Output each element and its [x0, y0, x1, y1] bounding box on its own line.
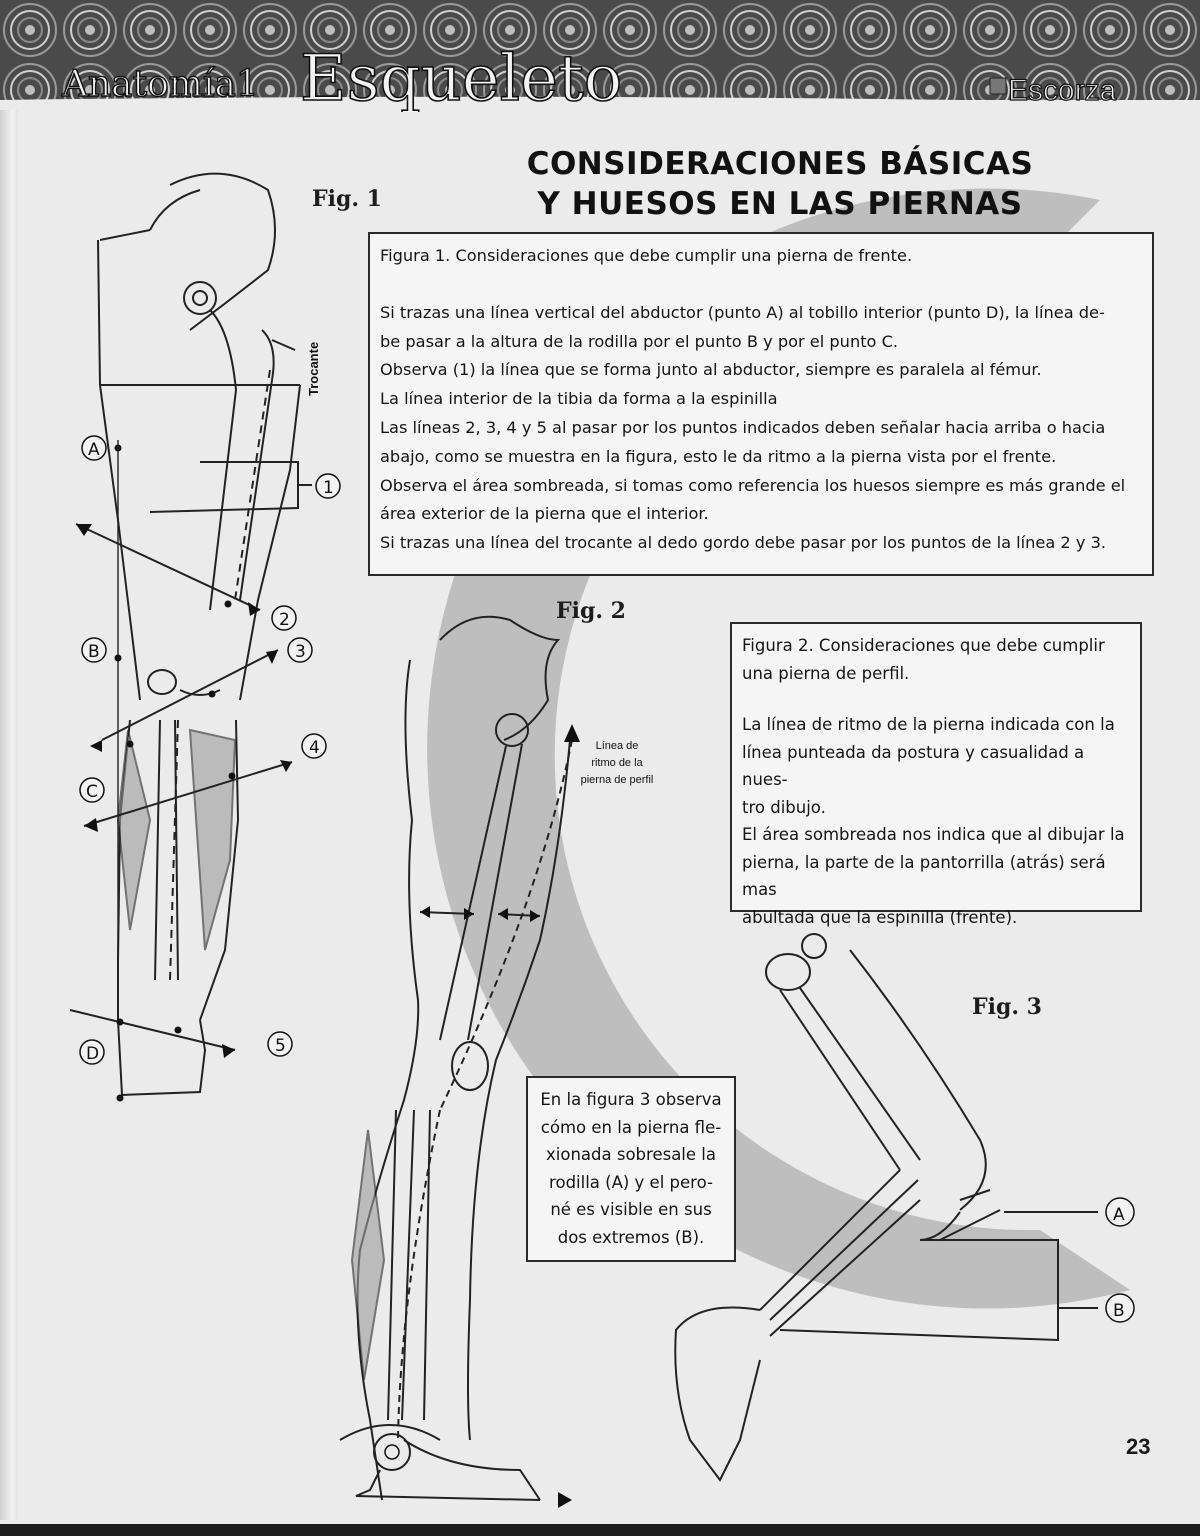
figure2-note-line: La línea de ritmo de la pierna indicada … — [742, 715, 1115, 734]
marker-5: 5 — [267, 1031, 293, 1057]
figure2-note-line: tro dibujo. — [742, 797, 826, 817]
figure1-note-line: be pasar a la altura de la rodilla por e… — [380, 331, 899, 351]
svg-text:D: D — [86, 1044, 99, 1064]
page-bottom-edge — [0, 1524, 1200, 1536]
svg-text:A: A — [1113, 1205, 1125, 1225]
figure1-note-line: Si trazas una línea del trocante al dedo… — [380, 533, 1107, 553]
figure3-note-line: xionada sobresale la — [546, 1145, 716, 1164]
banner-graphic — [0, 0, 1200, 112]
section-label: Anatomía1 — [61, 64, 259, 105]
figure2-note-line: El área sombreada nos indica que al dibu… — [742, 825, 1125, 844]
fig3-marker-b: B — [1105, 1293, 1135, 1323]
figure1-note-line: Si trazas una línea vertical del abducto… — [380, 302, 1105, 322]
page-title: Esqueleto — [300, 42, 622, 112]
figure2-note-title-line: Figura 2. Consideraciones que debe cumpl… — [742, 636, 1105, 655]
figure1-note-box: Figura 1. Consideraciones que debe cumpl… — [368, 232, 1154, 576]
figure1-note-line: Observa (1) la línea que se forma junto … — [380, 360, 1042, 380]
svg-text:5: 5 — [275, 1036, 286, 1056]
figure1-note-line: Observa el área sombreada, si tomas como… — [380, 475, 1126, 495]
ritmo-label-line-1: Línea de — [595, 740, 639, 752]
figure3-note-line: rodilla (A) y el pero- — [549, 1172, 713, 1192]
fig1-label: Fig. 1 — [312, 186, 382, 212]
figure3-note-line: né es visible en sus — [550, 1200, 712, 1219]
figure2-note-title-line: una pierna de perfil. — [742, 663, 910, 683]
marker-b: B — [81, 637, 107, 663]
svg-text:1: 1 — [323, 478, 334, 498]
svg-text:3: 3 — [295, 642, 306, 662]
heading-line-2: Y HUESOS EN LAS PIERNAS — [537, 186, 1023, 222]
marker-c: C — [79, 777, 105, 803]
figure2-note-box: Figura 2. Consideraciones que debe cumpl… — [730, 622, 1142, 927]
figure1-note-line: abajo, como se muestra en la figura, est… — [380, 446, 1057, 466]
header-banner — [0, 0, 1200, 112]
fig2-label: Fig. 2 — [556, 598, 626, 624]
svg-text:A: A — [88, 440, 100, 460]
figure3-note-box: En la figura 3 observa cómo en la pierna… — [526, 1076, 736, 1262]
page-edge-shadow — [0, 110, 18, 1520]
figure2-note-line: abultada que la espinilla (frente). — [742, 907, 1018, 927]
svg-text:4: 4 — [309, 738, 320, 758]
page-number: 23 — [1126, 1434, 1151, 1459]
figure3-note-line: cómo en la pierna fle- — [540, 1117, 722, 1137]
marker-d: D — [79, 1039, 105, 1065]
figure2-note-line: línea punteada da postura y casualidad a… — [742, 742, 1085, 790]
marker-2: 2 — [271, 605, 297, 631]
ritmo-label: Línea de ritmo de la pierna de perfil — [578, 738, 656, 789]
ritmo-label-line-2: ritmo de la — [591, 757, 643, 769]
marker-1: 1 — [315, 473, 341, 499]
chapter-square-icon — [989, 77, 1007, 95]
chapter-label: Escorza — [1008, 74, 1117, 107]
svg-text:C: C — [86, 782, 98, 802]
figure3-note-line: En la figura 3 observa — [540, 1090, 722, 1109]
figure1-note-line: área exterior de la pierna que el interi… — [380, 504, 709, 524]
section-heading: CONSIDERACIONES BÁSICAS Y HUESOS EN LAS … — [470, 144, 1090, 224]
ritmo-label-line-3: pierna de perfil — [580, 774, 654, 786]
marker-3: 3 — [287, 637, 313, 663]
figure1-note-title: Figura 1. Consideraciones que debe cumpl… — [380, 246, 913, 265]
marker-a: A — [81, 435, 107, 461]
figure1-note-line: Las líneas 2, 3, 4 y 5 al pasar por los … — [380, 417, 1106, 437]
banner-text-layer: Anatomía1 Esqueleto Escorza — [60, 41, 1117, 112]
svg-text:2: 2 — [279, 610, 290, 630]
figure1-note-line: La línea interior de la tibia da forma a… — [380, 389, 778, 409]
fig3-label: Fig. 3 — [972, 994, 1042, 1020]
fig3-marker-a: A — [1105, 1197, 1135, 1227]
figure3-note-line: dos extremos (B). — [557, 1227, 705, 1247]
svg-text:B: B — [88, 642, 100, 662]
svg-text:B: B — [1113, 1301, 1125, 1321]
heading-line-1: CONSIDERACIONES BÁSICAS — [526, 146, 1034, 182]
figure2-note-line: pierna, la parte de la pantorrilla (atrá… — [742, 852, 1106, 900]
marker-4: 4 — [301, 733, 327, 759]
